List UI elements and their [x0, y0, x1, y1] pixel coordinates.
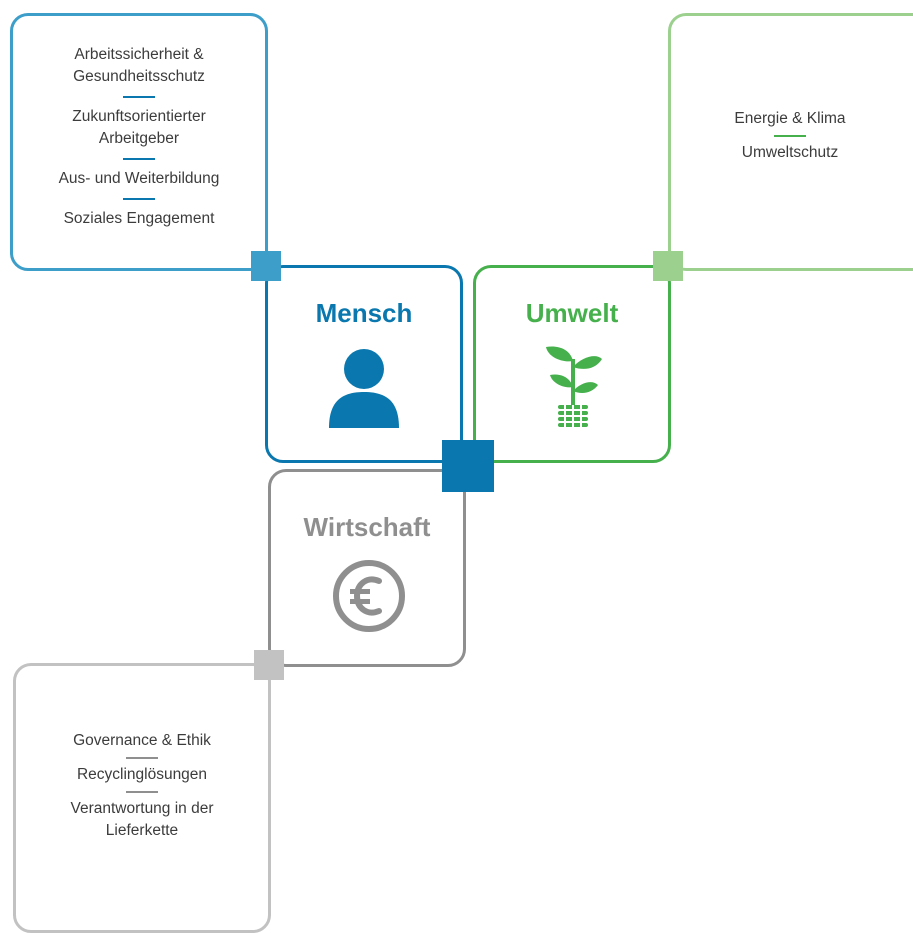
umwelt-connector-square: [653, 251, 683, 281]
topic-governance-ethik: Governance & Ethik: [73, 732, 211, 749]
topic-separator: [126, 791, 158, 793]
topic-separator: [123, 198, 155, 200]
person-icon: [329, 349, 399, 428]
mensch-title: Mensch: [315, 298, 413, 328]
topic-verantwortung-line2: Lieferkette: [105, 822, 179, 839]
euro-icon: [333, 560, 405, 632]
topic-verantwortung-line1: Verantwortung in der: [70, 800, 214, 817]
mensch-topics-list: Arbeitssicherheit & Gesundheitsschutz Zu…: [14, 44, 264, 230]
topic-soziales-engagement: Soziales Engagement: [63, 210, 215, 227]
topic-weiterbildung: Aus- und Weiterbildung: [58, 170, 220, 187]
umwelt-pillar-box: [473, 265, 671, 463]
topic-recyclingloesungen: Recyclinglösungen: [76, 766, 208, 783]
umwelt-topics-list: Energie & Klima Umweltschutz: [695, 108, 885, 164]
umwelt-title: Umwelt: [525, 298, 619, 328]
mensch-pillar-box: [265, 265, 463, 463]
wirtschaft-topics-list: Governance & Ethik Recyclinglösungen Ver…: [17, 730, 267, 842]
topic-zukunft-line2: Arbeitgeber: [98, 130, 180, 147]
center-connector-square: [442, 440, 494, 492]
topic-separator: [123, 96, 155, 98]
topic-umweltschutz: Umweltschutz: [741, 144, 839, 161]
topic-separator: [774, 135, 806, 137]
topic-separator: [123, 158, 155, 160]
topic-energie-klima: Energie & Klima: [734, 110, 846, 127]
topic-separator: [126, 757, 158, 759]
plant-icon: [546, 346, 602, 427]
topic-zukunft-line1: Zukunftsorientierter: [72, 108, 206, 125]
umwelt-topics-box: [668, 13, 913, 271]
topic-arbeitssicherheit-line2: Gesundheitsschutz: [73, 68, 205, 85]
mensch-topics-box: [10, 13, 268, 271]
topic-arbeitssicherheit-line1: Arbeitssicherheit &: [74, 46, 204, 63]
wirtschaft-connector-square: [254, 650, 284, 680]
mensch-connector-square: [251, 251, 281, 281]
wirtschaft-pillar-box: [268, 469, 466, 667]
wirtschaft-title: Wirtschaft: [303, 512, 431, 542]
